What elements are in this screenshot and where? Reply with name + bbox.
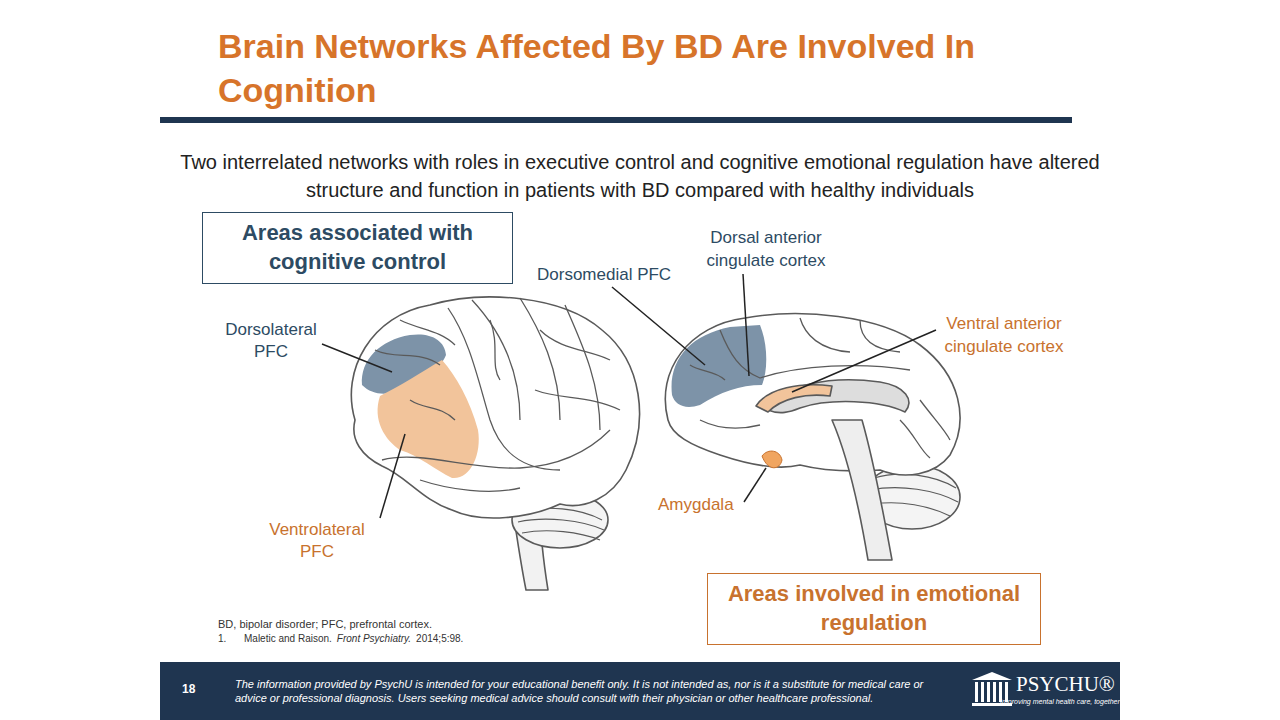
page-number: 18 [182, 682, 195, 696]
region-label: Ventral anterior cingulate cortex [924, 312, 1084, 358]
region-group-box: Areas associated with cognitive control [202, 212, 513, 284]
leader-line [322, 344, 392, 372]
abbreviation-note: BD, bipolar disorder; PFC, prefrontal co… [218, 618, 432, 630]
box-heading: Areas associated with cognitive control [203, 219, 512, 276]
region-label: Dorsomedial PFC [537, 264, 671, 286]
logo-wordmark: PSYCHU® [1016, 672, 1115, 696]
region-group-box: Areas involved in emotional regulation [707, 573, 1041, 645]
leader-line [743, 274, 749, 376]
box-heading: Areas involved in emotional regulation [708, 580, 1040, 637]
reference-citation: 2014;5:98. [416, 633, 463, 644]
region-label: Ventrolateral PFC [254, 519, 380, 563]
leader-line [612, 287, 705, 365]
footer-bar [160, 662, 1120, 720]
lateral-brain [351, 297, 639, 590]
region-label: Dorsolateral PFC [208, 319, 334, 363]
medial-brain [665, 314, 960, 560]
reference-number: 1. [218, 633, 226, 644]
subtitle-text: Two interrelated networks with roles in … [170, 148, 1110, 204]
disclaimer-text: The information provided by PsychU is in… [235, 677, 925, 705]
reference-authors: Maletic and Raison. [244, 633, 332, 644]
region-label: Dorsal anterior cingulate cortex [686, 226, 846, 272]
leader-line [744, 468, 766, 502]
title-rule [160, 117, 1072, 123]
leader-line [380, 434, 405, 518]
leader-line [792, 330, 936, 392]
region-label: Amygdala [658, 494, 734, 516]
reference-line: Maletic and Raison. Front Psychiatry. 2014… [244, 633, 463, 644]
reference-journal: Front Psychiatry. [337, 633, 411, 644]
logo-tagline: Improving mental health care, together [1000, 698, 1120, 705]
slide-title: Brain Networks Affected By BD Are Involv… [218, 24, 1030, 112]
